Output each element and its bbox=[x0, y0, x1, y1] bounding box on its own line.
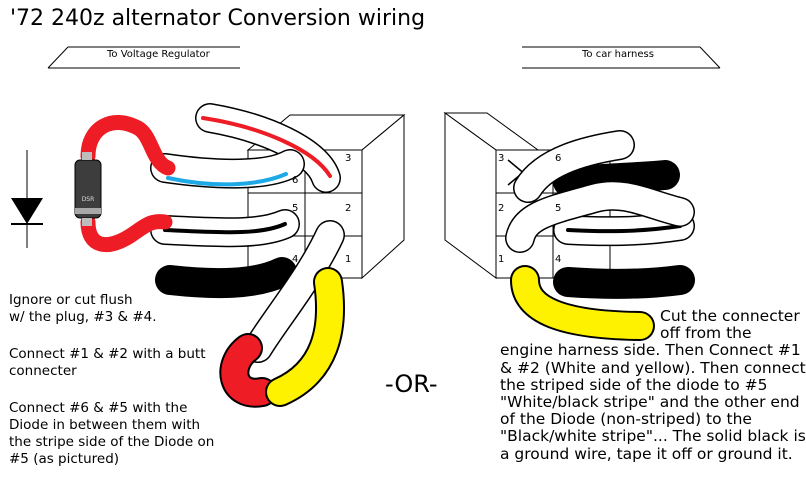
diode-note-line: #5 (as pictured) bbox=[9, 451, 120, 467]
butt-connector-note: Connect #1 & #2 with a butt connecter bbox=[9, 346, 206, 380]
right-wire-4-black bbox=[553, 265, 695, 299]
right-pin-4: 4 bbox=[555, 254, 561, 265]
left-pin-2: 2 bbox=[345, 203, 351, 214]
right-caption: To car harness bbox=[582, 49, 654, 60]
butt-connector-note-line: Connect #1 & #2 with a butt bbox=[9, 346, 206, 362]
diode-component: DSR bbox=[74, 152, 102, 226]
wire-5-black-stripe bbox=[150, 209, 300, 248]
cut-line: "Black/white stripe"... The solid black … bbox=[500, 427, 806, 446]
cut-line: & #2 (White and yellow). Then connect bbox=[500, 358, 806, 377]
left-pin-3: 3 bbox=[345, 153, 351, 164]
butt-connector-red bbox=[219, 333, 277, 408]
right-caption-bracket bbox=[522, 46, 721, 69]
right-pin-1: 1 bbox=[498, 254, 504, 265]
cut-line: engine harness side. Then Connect #1 bbox=[500, 341, 801, 360]
right-wire-6-black bbox=[553, 160, 680, 197]
right-wire-1-yellow bbox=[510, 265, 655, 341]
right-pin-2: 2 bbox=[498, 203, 504, 214]
diode-symbol bbox=[11, 150, 43, 248]
diode-note-line: Diode in between them with bbox=[9, 417, 201, 433]
cut-line: of the Diode (non-striped) to the bbox=[500, 410, 752, 429]
cut-line: Cut the connecter bbox=[660, 307, 800, 325]
left-pin-5: 5 bbox=[292, 203, 298, 214]
diode-note-line: Connect #6 & #5 with the bbox=[9, 400, 188, 416]
wire-3-red-striped bbox=[195, 103, 341, 193]
left-caption-bracket bbox=[47, 46, 240, 69]
diode-note-line: the stripe side of the Diode on bbox=[9, 434, 215, 450]
diode-note: Connect #6 & #5 with the Diode in betwee… bbox=[9, 400, 214, 468]
right-wire-2-white bbox=[505, 180, 695, 253]
right-pin-6: 6 bbox=[555, 153, 561, 164]
diode-lead-top-red bbox=[80, 115, 176, 176]
cut-line: "White/black stripe" and the other end bbox=[500, 393, 800, 412]
wire-6-blue bbox=[150, 149, 305, 189]
cut-line: off from the bbox=[660, 324, 752, 343]
left-caption: To Voltage Regulator bbox=[107, 49, 210, 60]
or-separator: -OR- bbox=[385, 370, 438, 398]
ignore-note-line: w/ the plug, #3 & #4. bbox=[9, 309, 157, 325]
left-pin-4: 4 bbox=[292, 254, 298, 265]
ignore-note-line: Ignore or cut flush bbox=[9, 292, 133, 308]
right-pin-5: 5 bbox=[555, 203, 561, 214]
wire-2-white bbox=[243, 220, 345, 363]
right-wire-5-black-stripe bbox=[553, 211, 695, 247]
right-wire-6-white bbox=[513, 130, 635, 203]
diode-label: DSR bbox=[82, 196, 95, 203]
left-pin-1: 1 bbox=[345, 254, 351, 265]
page-title: '72 240z alternator Conversion wiring bbox=[10, 6, 426, 31]
left-pin-6: 6 bbox=[292, 175, 298, 186]
right-pin-3: 3 bbox=[498, 153, 504, 164]
ignore-note: Ignore or cut flush w/ the plug, #3 & #4… bbox=[9, 292, 157, 326]
diode-lead-bottom-red bbox=[80, 214, 173, 252]
wire-1-yellow bbox=[265, 267, 345, 407]
wire-4-black bbox=[155, 257, 297, 299]
cut-line: a ground wire, tape it off or ground it. bbox=[500, 444, 793, 463]
cut-line: the striped side of the diode to #5 bbox=[500, 375, 768, 394]
cut-connector-instructions: Cut the connecter off from the engine ha… bbox=[500, 307, 806, 463]
butt-connector-note-line: connecter bbox=[9, 363, 77, 379]
